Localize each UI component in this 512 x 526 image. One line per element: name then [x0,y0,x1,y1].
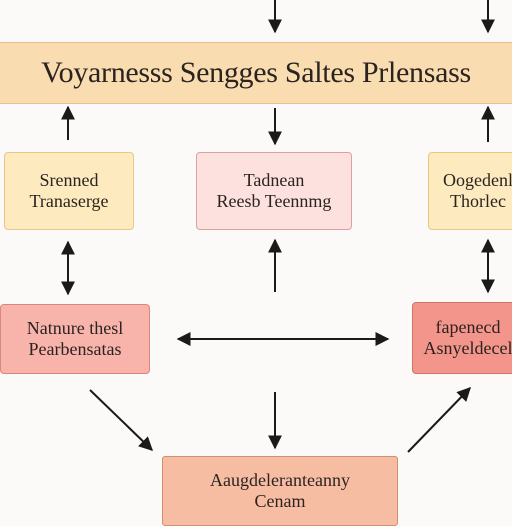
box-right-middle-line2: Asnyeldecel [423,338,512,358]
box-bottom-line1: Aaugdeleranteanny [210,470,350,491]
box-right-upper: Oogedenl Thorlec [428,152,512,230]
box-bottom-line2: Cenam [254,491,306,511]
box-left-middle-line2: Pearbensatas [28,339,122,359]
box-left-upper: Srenned Tranaserge [4,152,134,230]
top-banner: Voyarnesss Sengges Saltes Prlensass [0,42,512,104]
box-right-upper-line1: Oogedenl [443,170,512,191]
box-center-upper-line1: Tadnean [243,170,305,191]
arrows-layer [61,0,495,453]
box-right-middle: fapenecd Asnyeldecel [412,302,512,374]
box-right-upper-line2: Thorlec [450,191,506,211]
banner-title: Voyarnesss Sengges Saltes Prlensass [41,55,471,89]
arrow-diag-left [89,389,154,451]
box-left-middle-line1: Natnure thesl [26,318,124,339]
box-center-upper-line2: Reesb Teennmg [216,191,332,211]
box-left-upper-line1: Srenned [39,170,99,191]
box-left-middle: Natnure thesl Pearbensatas [0,304,150,374]
box-left-upper-line2: Tranaserge [29,191,109,211]
box-right-middle-line1: fapenecd [435,317,501,338]
box-bottom: Aaugdeleranteanny Cenam [162,456,398,526]
arrow-diag-right [407,386,471,453]
box-center-upper: Tadnean Reesb Teennmg [196,152,352,230]
